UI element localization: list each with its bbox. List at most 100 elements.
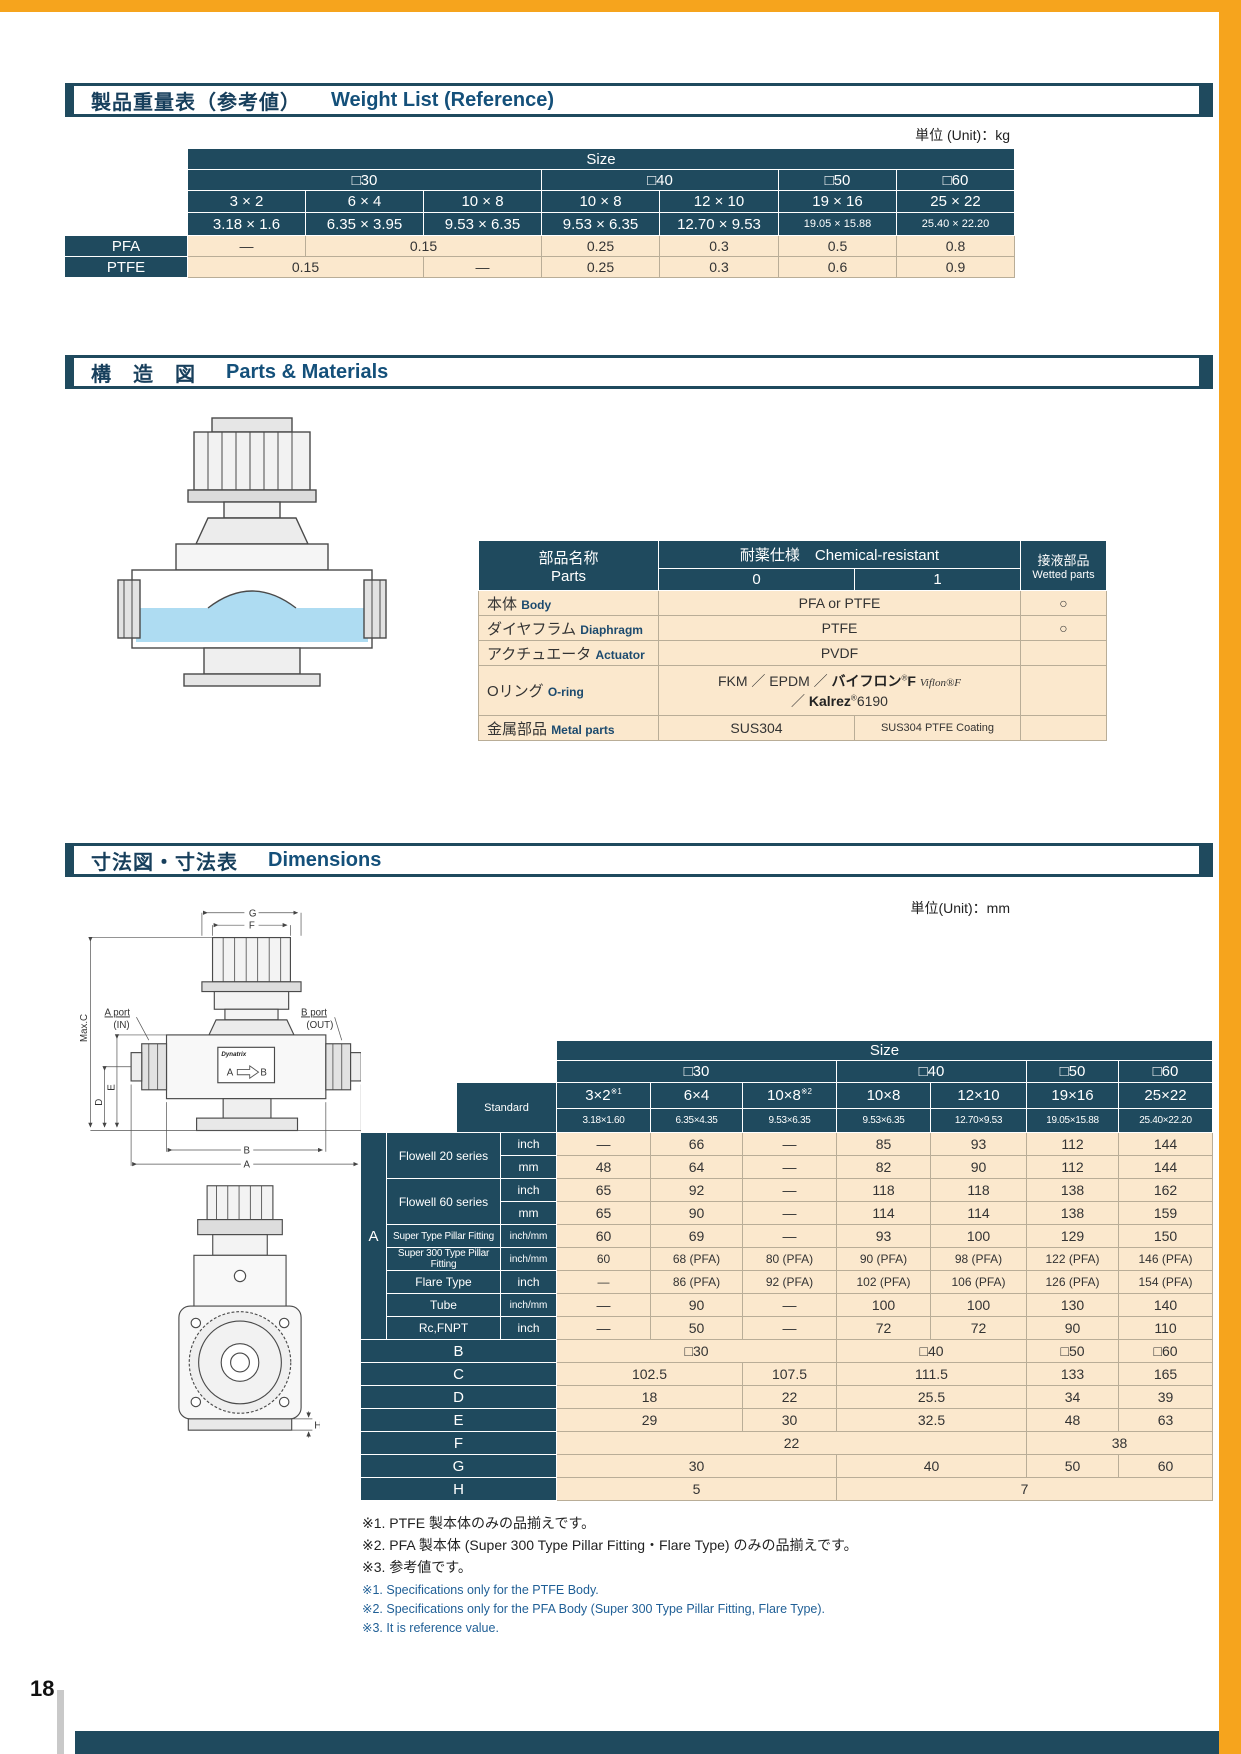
data-cell: 68 (PFA): [650, 1247, 743, 1271]
parts-section-header: 構 造 図 Parts & Materials: [65, 355, 1213, 389]
flow-b-label: B: [260, 1068, 266, 1079]
series-name-cell: Rc,FNPT: [386, 1316, 501, 1340]
data-cell: 7: [836, 1477, 1213, 1501]
parts-header-jp: 部品名称: [538, 549, 599, 567]
table-row: 3.18×1.60 6.35×4.35 9.53×6.35 9.53×6.35 …: [361, 1108, 1213, 1133]
wetted-header-cell: 接液部品 Wetted parts: [1020, 540, 1107, 591]
group-header-cell: □60: [896, 169, 1015, 191]
data-cell: 66: [650, 1132, 743, 1156]
data-cell: 48: [556, 1155, 651, 1179]
footnote-mark: ※1: [610, 1087, 622, 1096]
data-cell: 140: [1118, 1293, 1213, 1317]
parts-title-en: Parts & Materials: [226, 360, 389, 383]
size-cell: 3 × 2: [187, 190, 306, 213]
data-cell: 22: [742, 1385, 837, 1409]
header-right-block: [1199, 358, 1213, 386]
size-cell: 6 × 4: [305, 190, 424, 213]
data-cell: 65: [556, 1178, 651, 1202]
size-mm-cell: 3.18×1.60: [556, 1108, 651, 1133]
table-row: Super 300 Type Pillar Fitting inch/mm 60…: [361, 1247, 1213, 1271]
table-row: B □30 □40 □50 □60: [360, 1339, 1213, 1363]
footnote-jp-3: ※3. 参考値です。: [362, 1559, 472, 1575]
part-jp: Oリング: [487, 683, 544, 700]
standard-header-cell: Standard: [456, 1082, 557, 1133]
data-cell: 30: [742, 1408, 837, 1432]
dim-a-group-cell: A: [360, 1132, 387, 1340]
chem-1-cell: 1: [854, 568, 1021, 591]
table-row: Oリング O-ring FKM ／ EPDM ／ バイフロン®F Viflon®…: [478, 665, 1107, 716]
b-port-label: B port: [301, 1007, 327, 1018]
dim-d-label-cell: D: [360, 1385, 557, 1409]
table-row: 3.18 × 1.6 6.35 × 3.95 9.53 × 6.35 9.53 …: [65, 212, 1015, 236]
series-name-cell: Flowell 20 series: [386, 1132, 501, 1179]
dims-title-jp: 寸法図・寸法表: [91, 851, 238, 874]
unit-kg-label: 単位 (Unit)：kg: [915, 127, 1010, 143]
data-cell: —: [742, 1132, 837, 1156]
data-cell: 65: [556, 1201, 651, 1225]
table-row: ダイヤフラム Diaphragm PTFE ○: [478, 615, 1107, 641]
size-mm-cell: 9.53 × 6.35: [423, 212, 542, 236]
data-cell: 0.3: [659, 256, 779, 278]
material-cell: PTFE: [658, 615, 1021, 641]
table-row: □30 □40 □50 □60: [65, 169, 1015, 191]
size-cell: 10×8※2: [742, 1082, 837, 1109]
dynatrix-logo: Dynatrix: [221, 1051, 246, 1058]
data-cell: 106 (PFA): [930, 1270, 1027, 1294]
data-cell: —: [556, 1316, 651, 1340]
chem-0-cell: 0: [658, 568, 855, 591]
oring-materials-2: ／: [791, 692, 809, 709]
data-cell: —: [187, 235, 306, 257]
wetted-cell: [1020, 715, 1107, 741]
dim-maxc-label: Max.C: [79, 1014, 90, 1042]
data-cell: —: [742, 1155, 837, 1179]
part-en: Actuator: [595, 647, 645, 662]
data-cell: 40: [836, 1454, 1027, 1478]
unit-cell: inch/mm: [500, 1293, 557, 1317]
data-cell: 22: [556, 1431, 1027, 1455]
valve-top-view-drawing: H: [178, 1185, 320, 1438]
part-en: Body: [521, 597, 552, 612]
table-row: H 5 7: [360, 1477, 1213, 1501]
dims-title-en: Dimensions: [268, 848, 382, 871]
series-name-cell: Flare Type: [386, 1270, 501, 1294]
size-cell: 25×22: [1118, 1082, 1213, 1109]
dim-f-label: F: [249, 921, 255, 932]
size-mm-cell: 6.35×4.35: [650, 1108, 743, 1133]
weight-section-header: 製品重量表（参考値） Weight List (Reference): [65, 83, 1213, 117]
table-row: F 22 38: [360, 1431, 1213, 1455]
part-en: Metal parts: [551, 722, 615, 737]
data-cell: 69: [650, 1224, 743, 1248]
unit-cell: inch: [500, 1316, 557, 1340]
wetted-cell: [1020, 665, 1107, 716]
data-cell: 60: [556, 1247, 651, 1271]
footnote-jp-1: ※1. PTFE 製本体のみの品揃えです。: [362, 1515, 596, 1531]
data-cell: 72: [836, 1316, 931, 1340]
table-row: D 18 22 25.5 34 39: [360, 1385, 1213, 1409]
valve-cross-section-drawing: [117, 417, 387, 687]
data-cell: 34: [1026, 1385, 1119, 1409]
size-mm-cell: 9.53×6.35: [836, 1108, 931, 1133]
size-mm-cell: 9.53×6.35: [742, 1108, 837, 1133]
weight-title-jp: 製品重量表（参考値）: [91, 91, 301, 114]
data-cell: 25.5: [836, 1385, 1027, 1409]
dim-g-label-cell: G: [360, 1454, 557, 1478]
stub-blank-cell: [360, 1040, 557, 1083]
data-cell: 0.6: [778, 256, 897, 278]
data-cell: 118: [930, 1178, 1027, 1202]
data-cell: 0.15: [187, 256, 424, 278]
size-cell: 12×10: [930, 1082, 1027, 1109]
table-row: Size: [360, 1040, 1213, 1083]
row-label-cell: PTFE: [64, 256, 188, 278]
size-text: 3×2: [585, 1087, 611, 1104]
table-row: Tube inch/mm — 90 — 100 100 130 140: [361, 1293, 1213, 1317]
wetted-cell: [1020, 640, 1107, 666]
data-cell: 29: [556, 1408, 743, 1432]
unit-cell: inch: [500, 1270, 557, 1294]
data-cell: 130: [1026, 1293, 1119, 1317]
size-text: 10×8: [866, 1087, 901, 1104]
data-cell: 0.3: [659, 235, 779, 257]
unit-cell: mm: [500, 1201, 557, 1225]
weight-title-en: Weight List (Reference): [331, 88, 554, 111]
row-label-cell: PFA: [64, 235, 188, 257]
table-row: mm 65 90 — 114 114 138 159: [361, 1201, 1213, 1225]
